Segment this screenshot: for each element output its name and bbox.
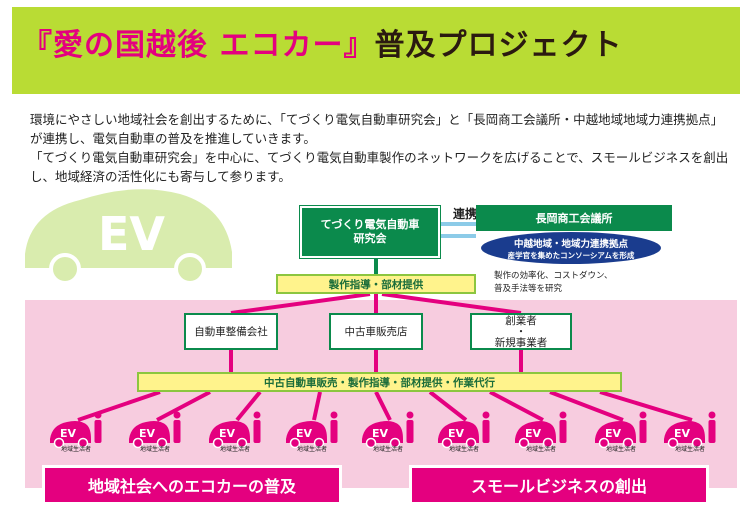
ev-letters: EV xyxy=(674,427,691,440)
title-part1: 『愛の国越後 エコカー』 xyxy=(22,28,375,63)
resident-ev-icon: EV xyxy=(438,411,490,449)
resident-ev-icon: EV xyxy=(50,411,102,449)
hub-subtitle: 産学官を集めたコンソーシアムを形成 xyxy=(507,250,635,260)
hub-note-2: 普及手法等を研究 xyxy=(494,284,563,294)
resident-ev-icon: EV xyxy=(664,411,716,449)
link-label: 連携 xyxy=(453,207,478,221)
resident-ev-icon: EV xyxy=(362,411,414,449)
ev-letters: EV xyxy=(605,427,622,440)
resident-label: 地域生活者 xyxy=(219,446,250,453)
intro-paragraph-2: 「てづくり電気自動車研究会」を中心に、てづくり電気自動車製作のネットワークを広げ… xyxy=(30,150,729,184)
chamber-node: 長岡商工会議所 xyxy=(476,205,672,231)
guidance-bar: 製作指導・部材提供 xyxy=(276,274,476,294)
hub-title: 中越地域・地域力連携拠点 xyxy=(513,238,628,250)
ev-letters: EV xyxy=(372,427,389,440)
resident-label: 地域生活者 xyxy=(372,446,403,453)
resident-ev-icon: EV xyxy=(595,411,647,449)
node-label: 中古車販売店 xyxy=(344,325,408,338)
goal-small-business: スモールビジネスの創出 xyxy=(409,465,709,505)
hub-notes: 製作の効率化、コストダウン、 普及手法等を研究 xyxy=(494,270,613,296)
resident-label: 地域生活者 xyxy=(60,446,91,453)
resident-ev-icon: EV xyxy=(515,411,567,449)
resident-label: 地域生活者 xyxy=(448,446,479,453)
node-used-car-dealer: 中古車販売店 xyxy=(329,313,423,350)
resident-label: 地域生活者 xyxy=(674,446,705,453)
ev-letters: EV xyxy=(525,427,542,440)
main-node-line2: 研究会 xyxy=(353,232,387,245)
intro-text: 環境にやさしい地域社会を創出するために、「てづくり電気自動車研究会」と「長岡商工… xyxy=(30,110,730,186)
ev-letters: EV xyxy=(219,427,236,440)
hub-ellipse: 中越地域・地域力連携拠点 産学官を集めたコンソーシアムを形成 xyxy=(481,232,661,264)
resident-ev-icon: EV xyxy=(209,411,261,449)
intro-paragraph-1: 環境にやさしい地域社会を創出するために、「てづくり電気自動車研究会」と「長岡商工… xyxy=(30,112,724,146)
ev-car-watermark-icon: EV xyxy=(25,189,232,285)
resident-label: 地域生活者 xyxy=(296,446,327,453)
main-node-line1: てづくり電気自動車 xyxy=(320,218,420,231)
ev-letters: EV xyxy=(60,427,77,440)
ev-letters: EV xyxy=(296,427,313,440)
hub-note-1: 製作の効率化、コストダウン、 xyxy=(494,271,613,281)
node-label-line1: 創業者 xyxy=(505,314,537,327)
page-title: 『愛の国越後 エコカー』普及プロジェクト xyxy=(22,20,622,64)
services-bar: 中古自動車販売・製作指導・部材提供・作業代行 xyxy=(137,372,622,392)
ev-letters: EV xyxy=(448,427,465,440)
resident-label: 地域生活者 xyxy=(139,446,170,453)
goal-eco-car-spread: 地域社会へのエコカーの普及 xyxy=(42,465,342,505)
main-node-research-group: てづくり電気自動車 研究会 xyxy=(300,206,440,258)
ev-letters: EV xyxy=(139,427,156,440)
resident-label: 地域生活者 xyxy=(525,446,556,453)
resident-label: 地域生活者 xyxy=(605,446,636,453)
resident-ev-icon: EV xyxy=(286,411,338,449)
watermark-letters: EV xyxy=(98,207,165,261)
node-label-line2: 新規事業者 xyxy=(494,336,548,349)
node-entrepreneurs: 創業者 ・ 新規事業者 xyxy=(470,313,572,350)
title-part2: 普及プロジェクト xyxy=(374,28,623,63)
node-maintenance-company: 自動車整備会社 xyxy=(184,313,278,350)
title-banner xyxy=(12,7,740,94)
node-label-dot: ・ xyxy=(515,325,527,338)
node-label: 自動車整備会社 xyxy=(194,325,268,338)
resident-ev-icon: EV xyxy=(129,411,181,449)
